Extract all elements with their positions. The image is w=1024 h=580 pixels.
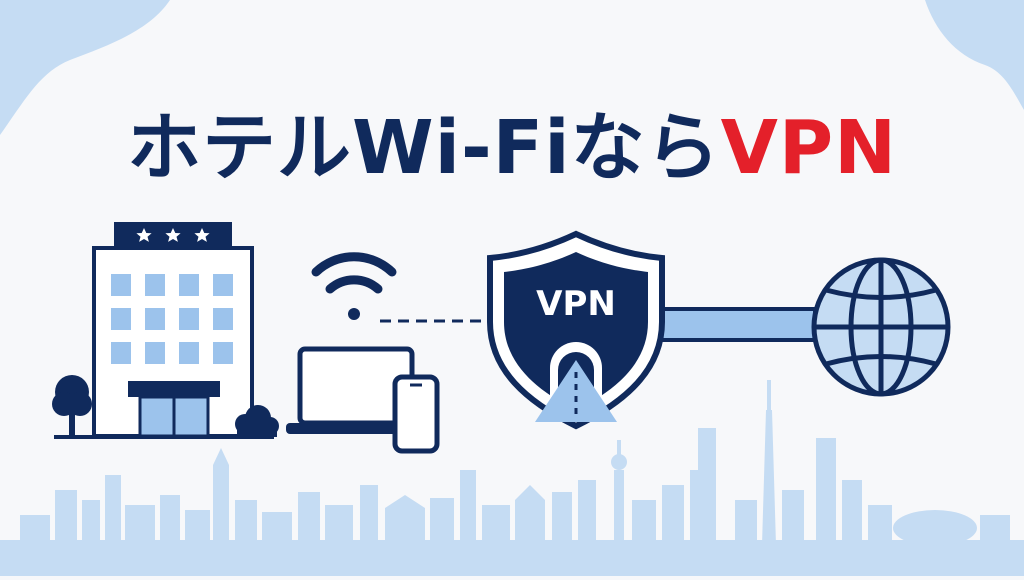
smartphone-icon xyxy=(392,374,440,454)
globe-icon xyxy=(811,257,951,397)
page-title: ホテルWi-FiならVPN xyxy=(0,88,1024,195)
corner-blob-top-left xyxy=(0,0,170,135)
vpn-tunnel-bar xyxy=(638,307,817,342)
tunnel-road-icon xyxy=(535,342,617,422)
city-skyline xyxy=(0,380,1024,576)
title-accent: VPN xyxy=(720,105,898,191)
vpn-shield-label: VPN xyxy=(536,284,616,324)
title-main: ホテルWi-Fiなら xyxy=(126,105,721,191)
hotel-building-icon xyxy=(54,222,274,439)
vpn-shield-icon: VPN xyxy=(487,230,665,430)
star-icon xyxy=(136,228,210,242)
tree-icon xyxy=(52,375,92,437)
corner-blob-top-right xyxy=(925,0,1024,110)
bush-icon xyxy=(235,405,279,437)
wifi-icon xyxy=(311,252,397,320)
